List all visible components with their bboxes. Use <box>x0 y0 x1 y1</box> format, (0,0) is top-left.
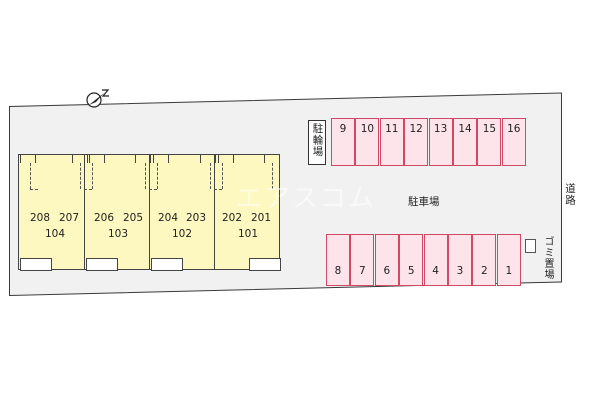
entrance-porch <box>249 258 281 271</box>
bicycle-parking-label: 駐輪場 <box>311 123 324 158</box>
parking-label: 駐車場 <box>408 196 440 208</box>
room-number: 202 <box>221 212 243 224</box>
road-label: 道路 <box>564 183 576 206</box>
room-number: 201 <box>250 212 272 224</box>
garbage-area-label: ゴミ置場 <box>542 236 553 280</box>
unit-divider <box>149 154 150 270</box>
parking-space-7: 7 <box>350 234 375 286</box>
building-notch <box>89 154 105 163</box>
stair-mark <box>272 163 273 189</box>
building-notch <box>153 154 169 163</box>
parking-space-8: 8 <box>326 234 350 286</box>
room-number: 207 <box>58 212 80 224</box>
room-number: 206 <box>93 212 115 224</box>
parking-space-11: 11 <box>379 118 404 166</box>
stair-mark <box>30 163 31 189</box>
parking-space-16: 16 <box>501 118 526 166</box>
parking-space-5: 5 <box>399 234 424 286</box>
parking-space-12: 12 <box>404 118 429 166</box>
building-notch <box>20 154 36 163</box>
unit-number: 103 <box>107 228 129 240</box>
stair-mark <box>92 163 93 189</box>
bicycle-parking: 駐輪場 <box>308 120 326 165</box>
room-number: 208 <box>29 212 51 224</box>
building-notch <box>200 154 216 163</box>
parking-space-14: 14 <box>453 118 477 166</box>
parking-space-3: 3 <box>448 234 472 286</box>
stair-mark <box>214 189 222 190</box>
stair-mark <box>80 163 81 189</box>
parking-space-4: 4 <box>423 234 448 286</box>
unit-number: 101 <box>237 228 259 240</box>
parking-space-13: 13 <box>428 118 453 166</box>
entrance-porch <box>86 258 118 271</box>
unit-number: 102 <box>171 228 193 240</box>
north-arrow-icon <box>86 89 110 108</box>
room-number: 205 <box>122 212 144 224</box>
parking-space-2: 2 <box>472 234 497 286</box>
parking-space-6: 6 <box>374 234 399 286</box>
room-number: 203 <box>185 212 207 224</box>
stair-mark <box>30 189 38 190</box>
building-notch <box>264 154 280 163</box>
stair-mark <box>210 163 211 189</box>
unit-number: 104 <box>44 228 66 240</box>
stair-mark <box>145 163 146 189</box>
garbage-area-box <box>525 239 536 253</box>
unit-divider <box>214 154 215 270</box>
building-notch <box>135 154 151 163</box>
parking-space-15: 15 <box>477 118 502 166</box>
parking-space-10: 10 <box>355 118 380 166</box>
watermark: エアスコム <box>236 184 377 214</box>
entrance-porch <box>151 258 183 271</box>
stair-mark <box>222 163 223 189</box>
stair-mark <box>157 163 158 189</box>
building-notch <box>218 154 234 163</box>
stair-mark <box>84 189 92 190</box>
parking-space-9: 9 <box>331 118 355 166</box>
room-number: 204 <box>157 212 179 224</box>
stair-mark <box>149 189 157 190</box>
entrance-porch <box>20 258 52 271</box>
building-notch <box>72 154 88 163</box>
parking-space-1: 1 <box>496 234 521 286</box>
unit-divider <box>84 154 85 270</box>
